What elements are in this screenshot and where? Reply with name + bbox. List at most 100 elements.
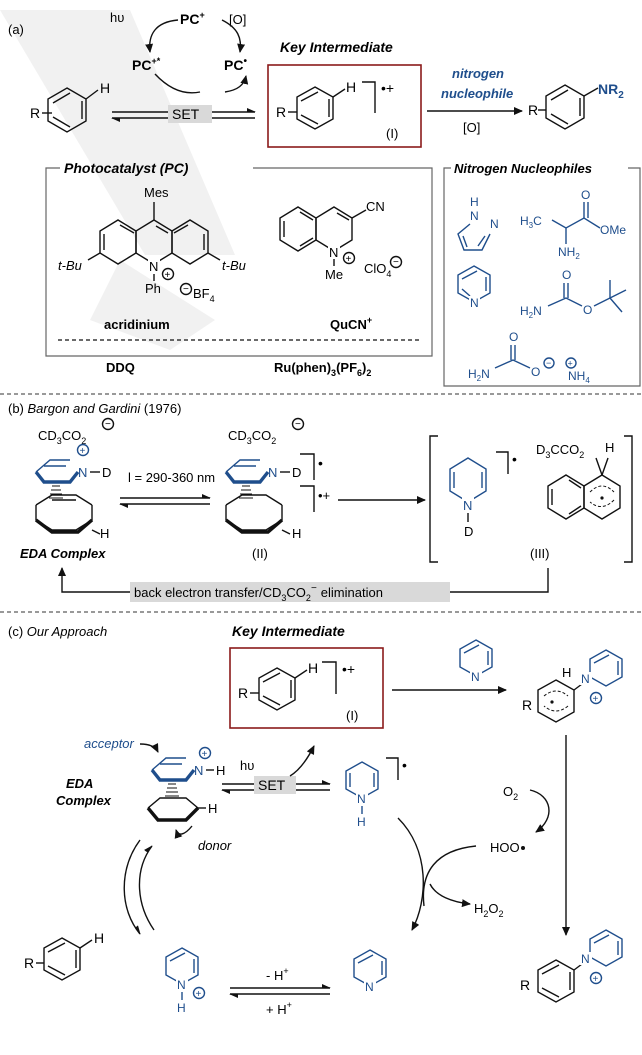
svg-text:H: H — [208, 801, 217, 816]
pyridine-regenerated: N — [353, 949, 387, 994]
svg-text:R: R — [522, 697, 532, 713]
panel-a: (a) hυ PC+ [O] PC+* PC• H R — [8, 10, 641, 387]
svg-text:Complex: Complex — [56, 793, 112, 808]
svg-text:t-Bu: t-Bu — [222, 258, 246, 273]
svg-text:N: N — [365, 980, 374, 994]
svg-text:OMe: OMe — [600, 223, 626, 237]
svg-text:(I): (I) — [386, 126, 398, 141]
svg-text:(II): (II) — [252, 546, 268, 561]
panel-c: (c) Our Approach Key Intermediate H R •+… — [8, 623, 623, 1017]
acridinium-structure: Mes t-Bu t-Bu N + Ph — [58, 185, 246, 332]
svg-text:−: − — [393, 257, 399, 268]
svg-text:•+: •+ — [342, 661, 355, 677]
svg-text:H3C: H3C — [520, 214, 542, 230]
svg-text:Nitrogen Nucleophiles: Nitrogen Nucleophiles — [454, 161, 592, 176]
set-arrows: SET — [111, 105, 256, 123]
svg-text:+ H+: + H+ — [266, 1000, 292, 1017]
svg-text:+: + — [165, 270, 171, 281]
svg-text:+: + — [593, 974, 599, 985]
svg-text:N: N — [470, 209, 479, 223]
o2-label: O2 — [503, 784, 518, 802]
svg-text:Key Intermediate: Key Intermediate — [280, 39, 393, 55]
svg-text:CD3CO2: CD3CO2 — [228, 428, 276, 446]
oxidant-label: [O] — [229, 12, 246, 27]
svg-text:NH2: NH2 — [558, 245, 580, 261]
hv-label: hυ — [110, 10, 124, 25]
radical-pair-II: CD3CO2 − N D • H •+ (II) — [224, 417, 330, 561]
svg-text:O: O — [583, 303, 592, 317]
nucleophiles-box: Nitrogen Nucleophiles H N N H3C O OMe NH… — [443, 161, 641, 387]
svg-text:N: N — [194, 763, 203, 778]
svg-text:+: + — [568, 359, 573, 369]
svg-text:H: H — [357, 815, 366, 829]
svg-text:ClO4: ClO4 — [364, 261, 391, 279]
svg-text:•: • — [318, 455, 323, 471]
svg-text:•+: •+ — [318, 488, 330, 503]
svg-text:−: − — [183, 284, 189, 295]
svg-text:PC•: PC• — [224, 56, 247, 73]
svg-text:H: H — [216, 763, 225, 778]
svg-text:EDA: EDA — [66, 776, 93, 791]
pyridine-nucleophile: N — [457, 265, 491, 310]
arene-substrate: H R — [30, 80, 110, 133]
svg-text:R: R — [528, 102, 538, 118]
svg-text:N: N — [268, 465, 277, 480]
set-label: SET — [172, 106, 200, 122]
back-transfer-loop: back electron transfer/CD3CO2−eliminatio… — [58, 567, 549, 603]
svg-text:t-Bu: t-Bu — [58, 258, 82, 273]
svg-text:BF4: BF4 — [193, 286, 215, 304]
svg-text:nitrogen: nitrogen — [452, 66, 504, 81]
svg-text:N: N — [490, 217, 499, 231]
aminated-product: NR2 R — [528, 81, 624, 130]
svg-text:O: O — [581, 188, 590, 202]
svg-text:(c) Our Approach: (c) Our Approach — [8, 624, 107, 639]
svg-text:R: R — [30, 105, 40, 121]
key-intermediate-box: Key Intermediate H R •+ (I) — [267, 39, 422, 148]
h2o2-label: H2O2 — [474, 901, 504, 919]
svg-text:N: N — [149, 259, 158, 274]
ddq-label: DDQ — [106, 360, 135, 375]
svg-text:N: N — [329, 245, 338, 260]
svg-text:H: H — [100, 80, 110, 96]
svg-text:H: H — [100, 526, 109, 541]
svg-text:O: O — [531, 365, 540, 379]
svg-text:SET: SET — [258, 777, 286, 793]
watermark — [0, 10, 235, 350]
svg-text:D: D — [102, 465, 111, 480]
svg-text:H: H — [292, 526, 301, 541]
svg-text:PC+: PC+ — [180, 10, 205, 27]
svg-text:- H+: - H+ — [266, 966, 289, 983]
svg-text:QuCN+: QuCN+ — [330, 315, 372, 332]
svg-text:N: N — [78, 465, 87, 480]
svg-text:Key Intermediate: Key Intermediate — [232, 623, 345, 639]
eda-complex-c: acceptor N H + H EDA Complex donor — [56, 736, 232, 853]
qucn-structure: CN N + Me ClO4 − QuCN+ — [279, 199, 403, 332]
svg-text:+: + — [346, 254, 352, 265]
svg-text:−: − — [105, 419, 111, 430]
svg-text:N: N — [177, 978, 186, 992]
svg-text:•: • — [402, 757, 407, 773]
nucleophile-arrow: nitrogen nucleophile [O] — [427, 66, 523, 135]
svg-text:H: H — [308, 660, 318, 676]
svg-text:N: N — [581, 672, 590, 686]
svg-text:Me: Me — [325, 267, 343, 282]
svg-text:H2N: H2N — [468, 367, 490, 383]
svg-text:(III): (III) — [530, 546, 550, 561]
svg-text:N: N — [470, 296, 479, 310]
pyridinium-product: R N + — [520, 929, 623, 1003]
svg-text:H: H — [562, 665, 571, 680]
svg-text:+: + — [196, 989, 202, 1000]
svg-text:Mes: Mes — [144, 185, 169, 200]
svg-text:(I): (I) — [346, 708, 358, 723]
svg-text:N: N — [471, 670, 480, 684]
svg-text:donor: donor — [198, 838, 232, 853]
panel-b: (b) Bargon and Gardini (1976) CD3CO2 − +… — [8, 401, 633, 603]
svg-text:N: N — [463, 498, 472, 513]
svg-text:R: R — [24, 955, 34, 971]
svg-text:NH4: NH4 — [568, 369, 590, 385]
svg-text:H: H — [605, 440, 614, 455]
key-intermediate-box-c: H R •+ (I) — [229, 647, 384, 729]
svg-text:CD3CO2: CD3CO2 — [38, 428, 86, 446]
svg-text:D3CCO2: D3CCO2 — [536, 442, 584, 460]
